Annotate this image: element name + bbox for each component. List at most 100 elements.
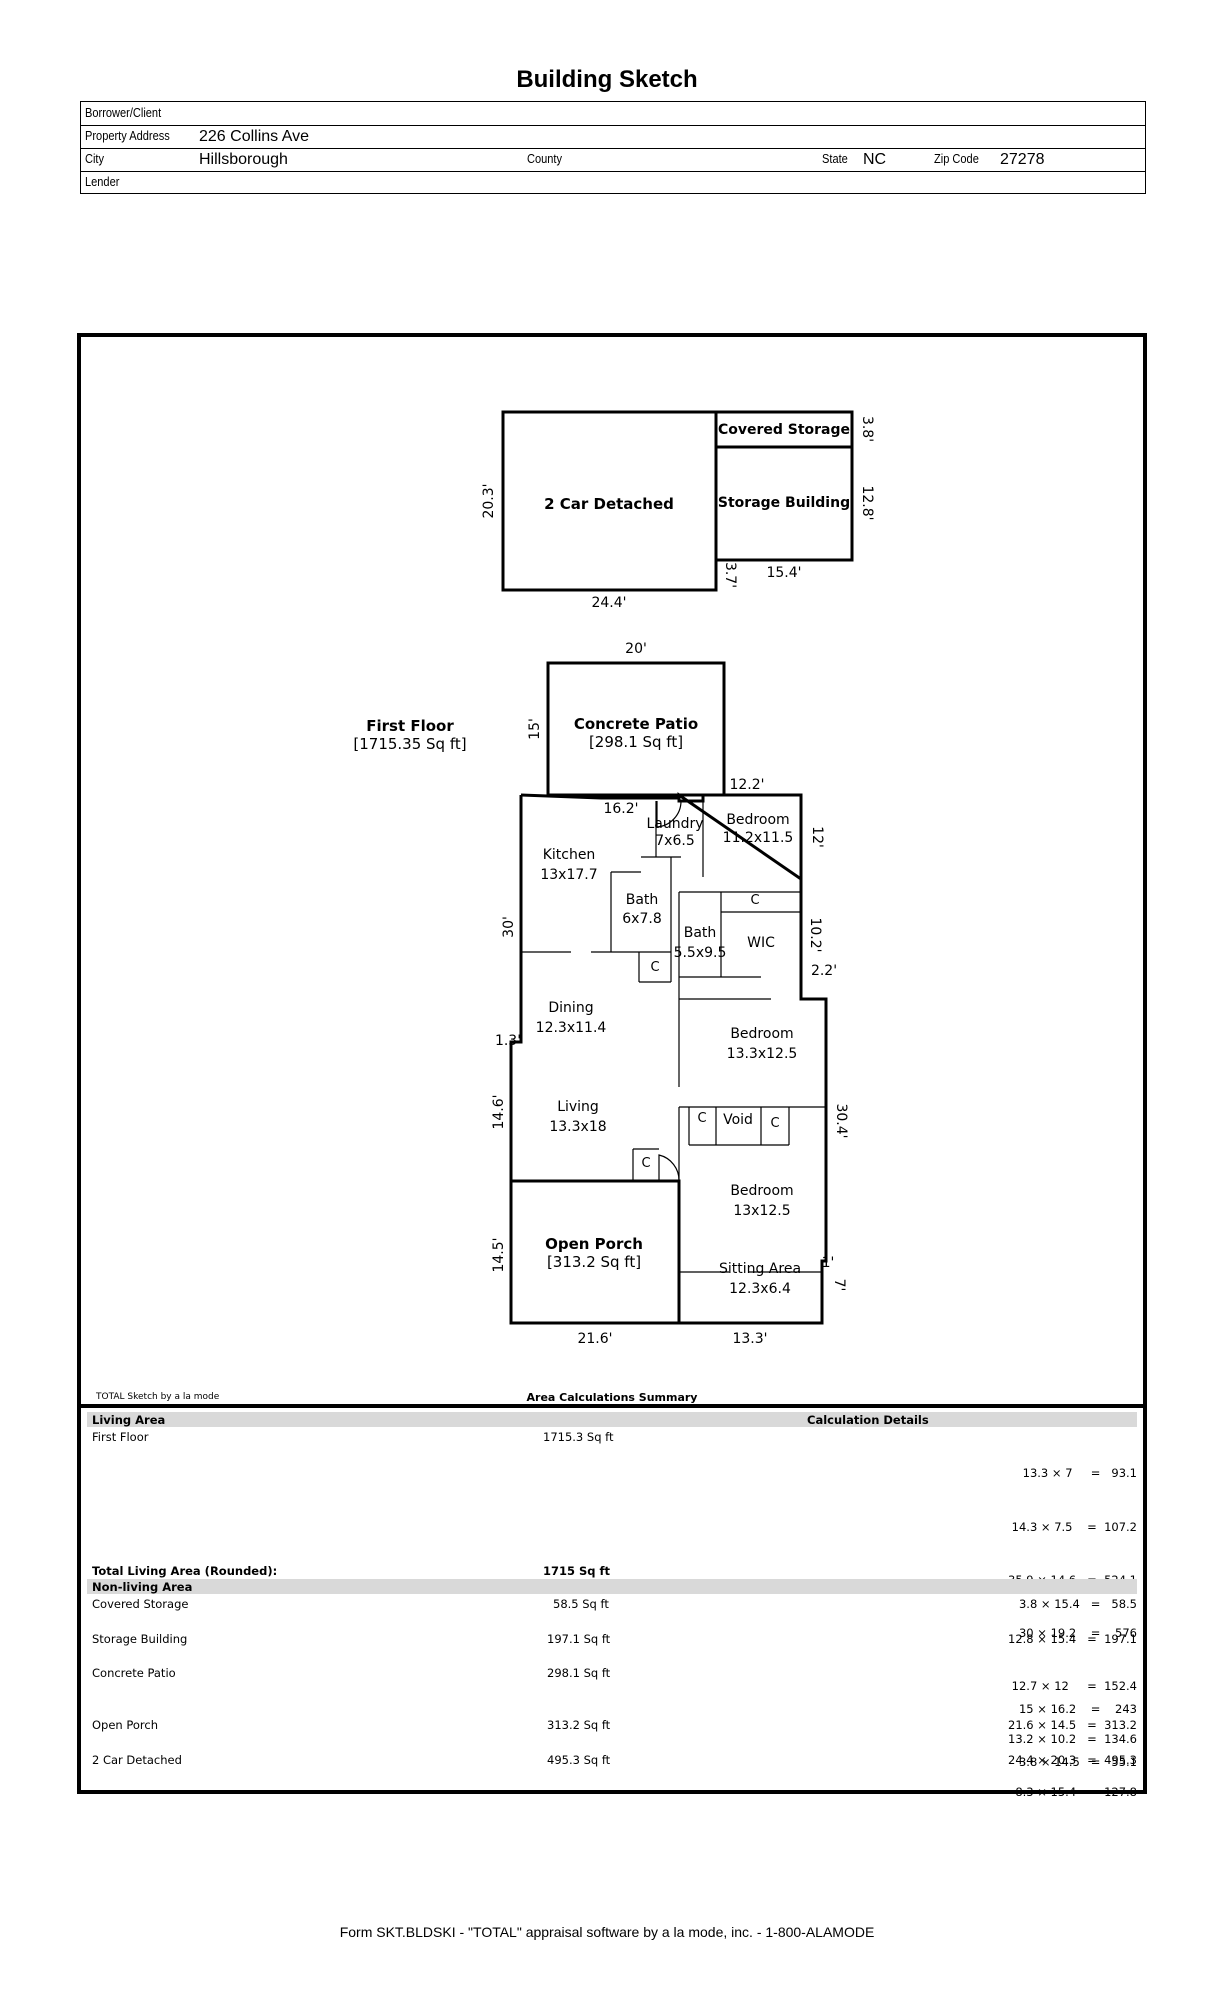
kitchen-label: Kitchen [543, 847, 596, 863]
concrete-patio-row-label: Concrete Patio [92, 1666, 176, 1680]
bedroom3-label: Bedroom [730, 1183, 793, 1199]
living-label: Living [557, 1099, 599, 1115]
open-porch-row-area: 313.2 Sq ft [547, 1718, 611, 1732]
dim-1: 1' [822, 1255, 835, 1271]
dim-patio-h: 15' [527, 718, 543, 740]
state-value: NC [863, 151, 887, 168]
patio-outline [546, 661, 726, 797]
bath2-dim: 5.5x9.5 [674, 945, 727, 961]
kitchen-dim: 13x17.7 [540, 867, 597, 883]
porch-door-swing [658, 1154, 680, 1182]
area-calculations-summary: Living Area Calculation Details First Fl… [77, 1408, 1147, 1799]
house-top-wall [520, 793, 679, 800]
software-note: TOTAL Sketch by a la mode [96, 1392, 220, 1402]
dim-1-3: 1.3' [495, 1033, 521, 1049]
county-label: County [527, 151, 563, 166]
closet1-label: C [650, 960, 659, 975]
bedroom1-dim: 11.2x11.5 [723, 830, 794, 846]
bedroom2-dim: 13.3x12.5 [727, 1046, 798, 1062]
summary-title: Area Calculations Summary [526, 1391, 698, 1404]
open-porch-row-label: Open Porch [92, 1718, 159, 1732]
address-label: Property Address [85, 128, 170, 143]
dimension-labels: 24.4' 20.3' 3.8' 12.8' 15.4' 3.7' 20' 15… [481, 416, 875, 1347]
bath2-label: Bath [684, 925, 717, 941]
borrower-row: Borrower/Client [81, 102, 1145, 126]
garage-row-area: 495.3 Sq ft [547, 1753, 611, 1767]
interior-walls [521, 800, 826, 1273]
calc-line: 3.8 × 14.5 = 55.1 [1018, 1754, 1137, 1769]
sitting-label: Sitting Area [719, 1261, 801, 1277]
dim-30-4: 30.4' [833, 1103, 849, 1138]
address-value: 226 Collins Ave [199, 128, 309, 145]
dim-14-6: 14.6' [491, 1094, 507, 1129]
covered-storage-row-calc: 3.8 × 15.4 = 58.5 [1018, 1597, 1137, 1611]
address-row: Property Address 226 Collins Ave [81, 125, 1145, 149]
covered-storage-row-area: 58.5 Sq ft [553, 1597, 609, 1611]
laundry-door-swing [656, 800, 682, 828]
calc-line: 12.7 × 12 = 152.4 [1011, 1678, 1137, 1693]
void-label: Void [723, 1112, 753, 1128]
dim-30: 30' [501, 916, 517, 938]
patio-label: Concrete Patio [574, 715, 698, 733]
dining-label: Dining [548, 1000, 593, 1016]
dim-2-2: 2.2' [811, 963, 837, 979]
living-dim: 13.3x18 [549, 1119, 606, 1135]
laundry-dim: 7x6.5 [655, 833, 694, 849]
patio-area: [298.1 Sq ft] [589, 733, 683, 751]
calc-line: 8.3 × 15.4 = 127.8 [1015, 1785, 1137, 1800]
calc-line: 30 × 19.2 = 576 [1018, 1625, 1137, 1640]
dim-7: 7' [831, 1279, 847, 1292]
zip-value: 27278 [1000, 151, 1045, 168]
floor-plan-sketch: 2 Car Detached Covered Storage Storage B… [77, 333, 1147, 1408]
floor-area: [1715.35 Sq ft] [353, 735, 466, 753]
living-area-header-label: Living Area [92, 1413, 166, 1427]
garage-row-calc: 24.4 × 20.3 = 495.3 [1008, 1753, 1137, 1767]
storage-building-outline [714, 445, 854, 562]
borrower-label: Borrower/Client [85, 105, 162, 120]
closet3-label: C [641, 1156, 650, 1171]
garage-label: 2 Car Detached [544, 495, 674, 513]
lender-row: Lender [81, 171, 1145, 194]
nonliving-header-label: Non-living Area [92, 1580, 193, 1594]
floor-label: First Floor [366, 717, 454, 735]
total-living-value: 1715 Sq ft [543, 1564, 611, 1578]
open-porch-row-calc: 21.6 × 14.5 = 313.2 [1008, 1718, 1137, 1732]
dim-12: 12' [809, 826, 825, 848]
storage-building-row-label: Storage Building [92, 1632, 188, 1646]
first-floor-label: First Floor [92, 1430, 149, 1444]
dim-sb-small: 3.7' [722, 562, 738, 588]
city-label: City [85, 151, 105, 166]
dim-21-6: 21.6' [577, 1331, 612, 1347]
floor-plan-svg: 2 Car Detached Covered Storage Storage B… [353, 410, 875, 1347]
nonliving-header: Non-living Area [87, 1579, 1137, 1594]
city-value: Hillsborough [199, 151, 288, 168]
dim-cs-h: 3.8' [859, 416, 875, 442]
storage-building-label: Storage Building [718, 495, 850, 511]
dim-patio-w: 20' [625, 641, 647, 657]
bath1-label: Bath [626, 892, 659, 908]
living-area-header: Living Area Calculation Details [87, 1412, 1137, 1427]
wic-label: WIC [747, 935, 775, 951]
dim-12-2: 12.2' [729, 777, 764, 793]
dim-13-3: 13.3' [732, 1331, 767, 1347]
state-label: State [822, 151, 848, 166]
form-footer: Form SKT.BLDSKI - "TOTAL" appraisal soft… [339, 1924, 875, 1940]
calc-line: 15 × 16.2 = 243 [1018, 1702, 1137, 1716]
bedroom3-dim: 13x12.5 [733, 1203, 790, 1219]
storage-building-row-area: 197.1 Sq ft [547, 1632, 611, 1646]
bedroom1-label: Bedroom [726, 812, 789, 828]
room-labels: 2 Car Detached Covered Storage Storage B… [353, 422, 850, 1297]
porch-label: Open Porch [545, 1235, 643, 1253]
storage-building-row-calc: 12.8 × 15.4 = 197.1 [1008, 1632, 1137, 1646]
calc-details-header: Calculation Details [807, 1413, 929, 1427]
bedroom2-label: Bedroom [730, 1026, 793, 1042]
lender-label: Lender [85, 174, 120, 189]
dim-10-2: 10.2' [807, 917, 823, 952]
dim-sb-w: 15.4' [766, 565, 801, 581]
covered-storage-label: Covered Storage [718, 422, 850, 438]
dim-sb-h: 12.8' [859, 485, 875, 520]
concrete-patio-row-area: 298.1 Sq ft [547, 1666, 611, 1680]
dim-14-5: 14.5' [491, 1237, 507, 1272]
bath1-dim: 6x7.8 [622, 911, 661, 927]
page-title: Building Sketch [516, 66, 698, 93]
